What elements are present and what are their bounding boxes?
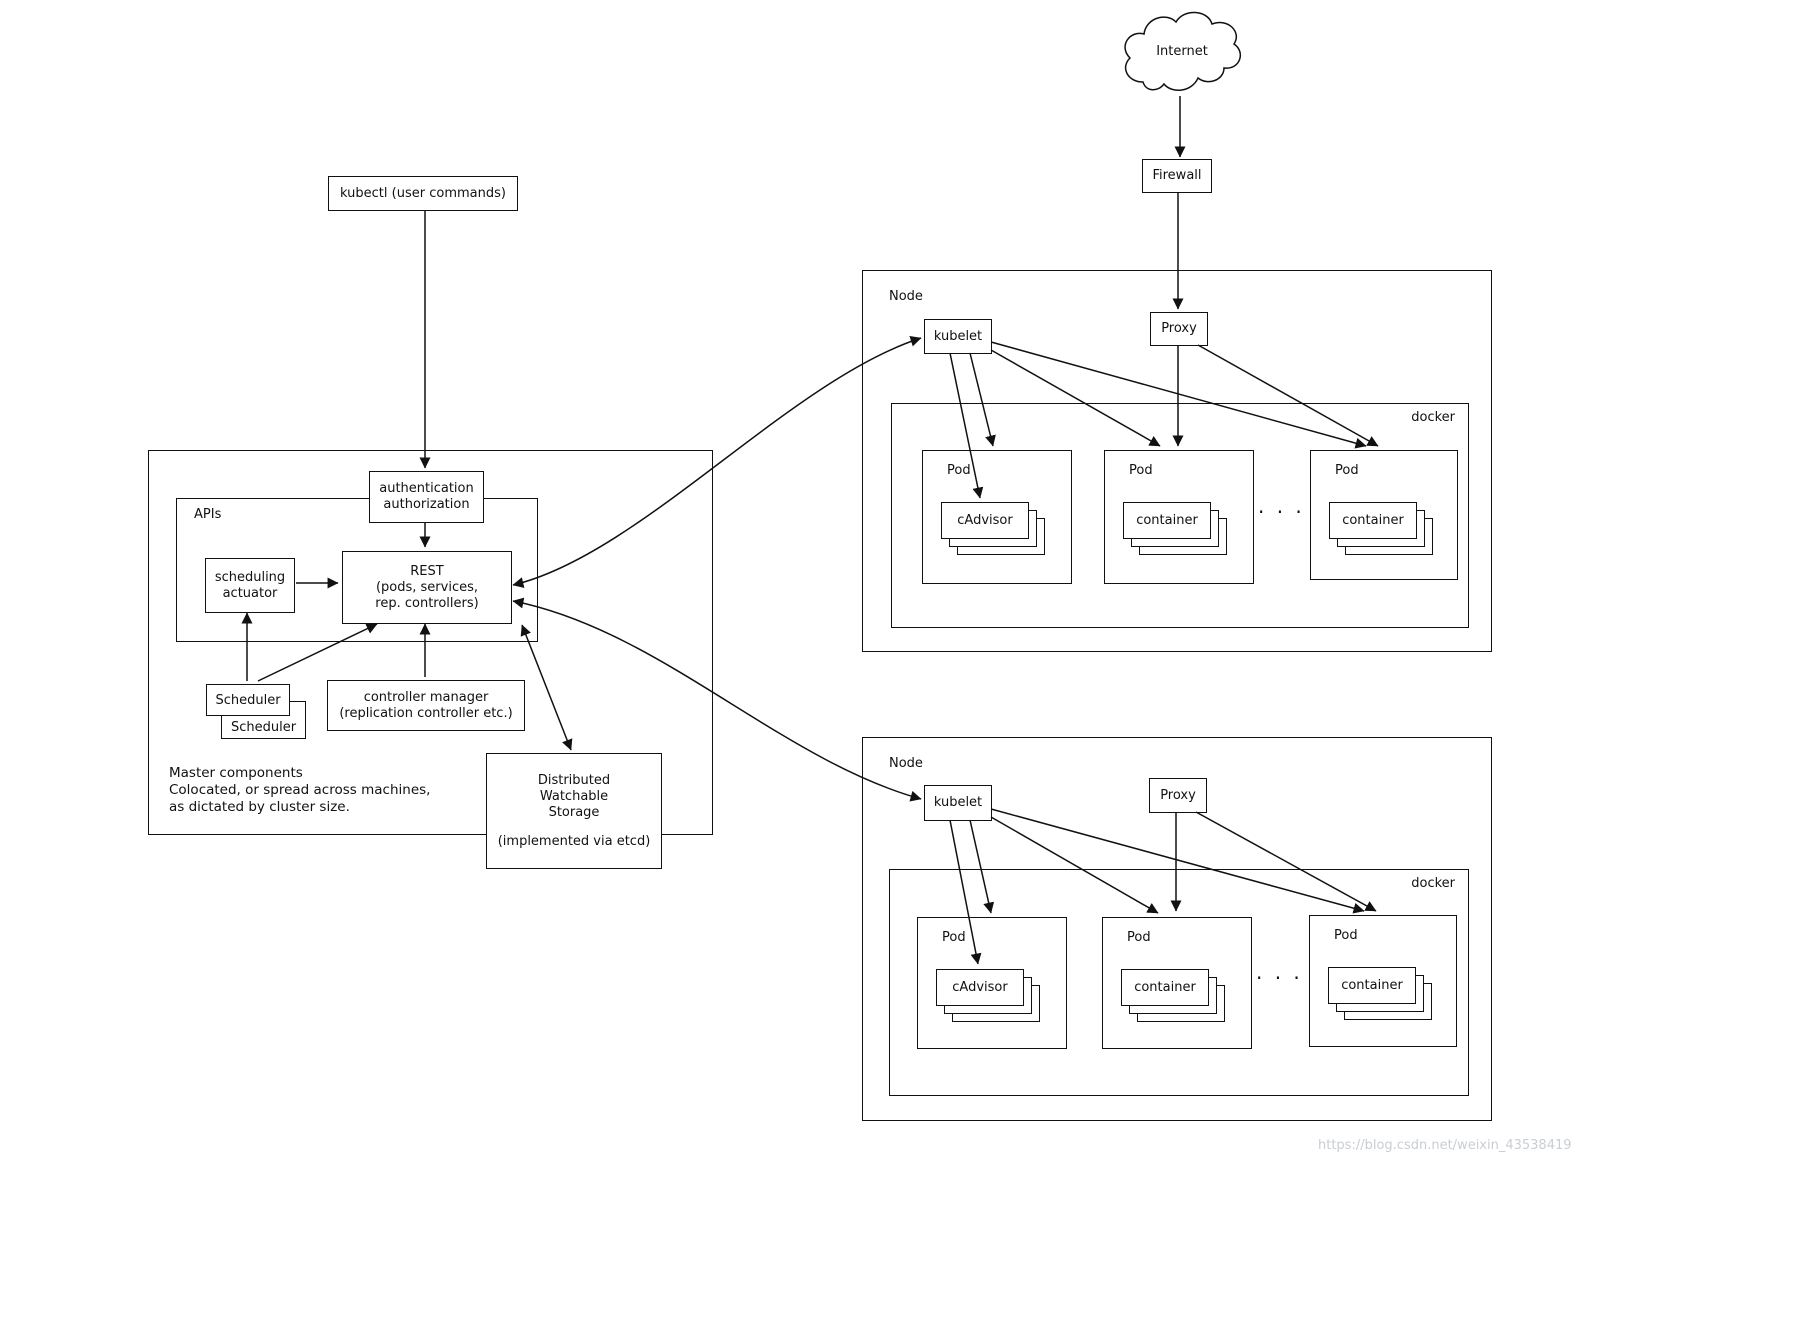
node-frame-1: Node kubelet Proxy docker Pod cAdvisor P… <box>862 270 1492 652</box>
pod-frame: Pod cAdvisor <box>922 450 1072 584</box>
apis-label: APIs <box>194 507 222 522</box>
kubelet-box: kubelet <box>924 785 992 821</box>
watermark-text: https://blog.csdn.net/weixin_43538419 <box>1318 1138 1572 1153</box>
docker-frame: docker Pod cAdvisor Pod container · · · <box>891 403 1469 628</box>
cadvisor-box: cAdvisor <box>941 502 1029 539</box>
internet-cloud-icon <box>1124 11 1242 91</box>
kubelet-label: kubelet <box>933 328 983 344</box>
kubectl-box: kubectl (user commands) <box>328 176 518 211</box>
scheduling-actuator-box: scheduling actuator <box>205 558 295 613</box>
cadvisor-box: cAdvisor <box>936 969 1024 1006</box>
pod-label: Pod <box>1129 463 1153 478</box>
pod-label: Pod <box>947 463 971 478</box>
authentication-line: authentication <box>379 481 474 496</box>
master-frame: Master components Colocated, or spread a… <box>148 450 713 869</box>
controller-manager-box: controller manager (replication controll… <box>327 680 525 731</box>
node-frame-2: Node kubelet Proxy docker Pod cAdvisor P… <box>862 737 1492 1121</box>
scheduling-actuator-line: actuator <box>222 585 278 601</box>
container-box: container <box>1121 969 1209 1006</box>
cadvisor-stack: cAdvisor <box>936 969 1040 1022</box>
storage-line: Distributed <box>537 772 611 788</box>
master-note-line: Colocated, or spread across machines, <box>169 782 431 798</box>
pod-frame: Pod container <box>1309 915 1457 1047</box>
scheduler-stack: Scheduler Scheduler <box>206 684 311 740</box>
kubectl-label: kubectl (user commands) <box>340 185 506 201</box>
container-stack: container <box>1328 967 1432 1020</box>
pod-frame: Pod cAdvisor <box>917 917 1067 1049</box>
node-label: Node <box>889 756 923 771</box>
rest-line: (pods, services, <box>375 579 479 595</box>
pod-frame: Pod container <box>1102 917 1252 1049</box>
kubelet-label: kubelet <box>933 795 983 810</box>
master-note: Master components Colocated, or spread a… <box>169 765 430 816</box>
pods-ellipsis: · · · <box>1258 500 1305 524</box>
container-stack: container <box>1329 502 1433 555</box>
cadvisor-stack: cAdvisor <box>941 502 1045 555</box>
storage-line: (implemented via etcd) <box>497 833 651 849</box>
container-box: container <box>1123 502 1211 539</box>
internet-label: Internet <box>1156 44 1208 59</box>
pod-label: Pod <box>1334 928 1358 943</box>
proxy-label: Proxy <box>1161 321 1197 336</box>
pod-label: Pod <box>942 930 966 945</box>
container-box: container <box>1328 967 1416 1004</box>
kubelet-box: kubelet <box>924 319 992 354</box>
controller-manager-line: (replication controller etc.) <box>339 705 513 721</box>
proxy-box: Proxy <box>1150 312 1208 346</box>
storage-line: Storage <box>548 804 600 820</box>
container-stack: container <box>1121 969 1225 1022</box>
rest-box: REST (pods, services, rep. controllers) <box>342 551 512 624</box>
proxy-box: Proxy <box>1149 778 1207 813</box>
pod-label: Pod <box>1127 930 1151 945</box>
docker-label: docker <box>1411 876 1455 891</box>
storage-box: Distributed Watchable Storage (implement… <box>486 753 662 869</box>
firewall-box: Firewall <box>1142 159 1212 193</box>
scheduling-actuator-line: scheduling <box>214 569 286 585</box>
container-stack: container <box>1123 502 1227 555</box>
proxy-label: Proxy <box>1160 787 1196 803</box>
pods-ellipsis: · · · <box>1256 966 1303 990</box>
pod-frame: Pod container <box>1310 450 1458 580</box>
internet-cloud <box>1124 11 1242 91</box>
docker-label: docker <box>1411 410 1455 425</box>
authentication-box: authentication authorization <box>369 471 484 523</box>
container-box: container <box>1329 502 1417 539</box>
rest-line: rep. controllers) <box>375 595 479 611</box>
master-note-line: Master components <box>169 765 303 781</box>
rest-line: REST <box>410 563 444 579</box>
controller-manager-line: controller manager <box>363 689 489 705</box>
docker-frame: docker Pod cAdvisor Pod container · · · <box>889 869 1469 1096</box>
master-note-line: as dictated by cluster size. <box>169 799 350 815</box>
authentication-line: authorization <box>383 497 470 512</box>
scheduler-box: Scheduler <box>206 684 290 716</box>
node-label: Node <box>889 289 923 304</box>
pod-frame: Pod container <box>1104 450 1254 584</box>
pod-label: Pod <box>1335 463 1359 478</box>
storage-line: Watchable <box>539 788 609 804</box>
firewall-label: Firewall <box>1152 168 1202 183</box>
